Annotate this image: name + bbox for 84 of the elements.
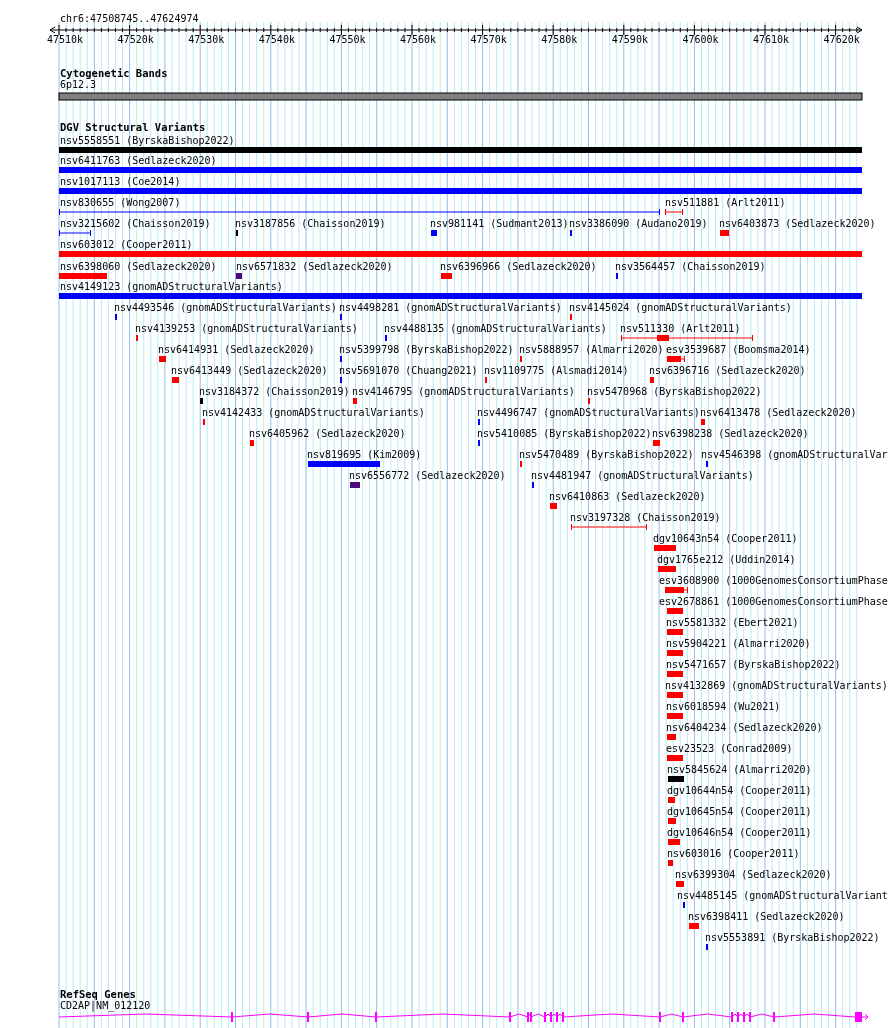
variant-label: nsv6404234 (Sedlazeck2020) [666,722,823,734]
variant-label: nsv6399304 (Sedlazeck2020) [675,869,832,881]
variant-label: dgv10644n54 (Cooper2011) [667,785,812,797]
variant-label: nsv4498281 (gnomADStructuralVariants) [339,302,562,314]
variant-label: nsv5410085 (ByrskaBishop2022) [477,428,652,440]
variant-label: nsv6018594 (Wu2021) [666,701,781,713]
variant-label: nsv6398060 (Sedlazeck2020) [60,261,217,273]
variant-label: nsv6411763 (Sedlazeck2020) [60,155,217,167]
variant-label: nsv6396716 (Sedlazeck2020) [649,365,806,377]
variant-label: nsv981141 (Sudmant2013) [430,218,569,230]
variant-label: nsv4149123 (gnomADStructuralVariants) [60,281,283,293]
variant-label: dgv1765e212 (Uddin2014) [657,554,796,566]
variant-label: nsv3564457 (Chaisson2019) [615,261,766,273]
axis-tick-label: 47560k [400,34,437,46]
variant-label: nsv4546398 (gnomADStructuralVar [701,449,888,461]
axis-tick-label: 47550k [329,34,366,46]
variant-label: dgv10645n54 (Cooper2011) [667,806,812,818]
axis-tick-label: 47620k [823,34,860,46]
variant-label: nsv6413449 (Sedlazeck2020) [171,365,328,377]
variant-label: nsv6405962 (Sedlazeck2020) [249,428,406,440]
variant-label: nsv1109775 (Alsmadi2014) [484,365,629,377]
variant-label: nsv5471657 (ByrskaBishop2022) [666,659,841,671]
variant-label: nsv4496747 (gnomADStructuralVariants) [477,407,700,419]
axis-tick-label: 47520k [117,34,154,46]
variant-label: nsv511330 (Arlt2011) [620,323,741,335]
variant-label: nsv6396966 (Sedlazeck2020) [440,261,597,273]
variant-label: nsv4132869 (gnomADStructuralVariants) [665,680,888,692]
variant-label: nsv6556772 (Sedlazeck2020) [349,470,506,482]
variant-label: nsv3184372 (Chaisson2019) [199,386,350,398]
axis-tick-label: 47600k [682,34,719,46]
track-title: DGV Structural Variants [60,121,206,133]
variant-label: nsv6410863 (Sedlazeck2020) [549,491,706,503]
variant-label: nsv6398411 (Sedlazeck2020) [688,911,845,923]
variant-label: nsv5470968 (ByrskaBishop2022) [587,386,762,398]
variant-label: nsv5399798 (ByrskaBishop2022) [339,344,514,356]
variant-label: nsv830655 (Wong2007) [60,197,181,209]
variant-label: nsv6403873 (Sedlazeck2020) [719,218,876,230]
axis-tick-label: 47610k [753,34,790,46]
variant-label: nsv4485145 (gnomADStructuralVariant [677,890,888,902]
track-title: Cytogenetic Bands [60,67,168,79]
variant-label: nsv6414931 (Sedlazeck2020) [158,344,315,356]
variant-label: nsv4481947 (gnomADStructuralVariants) [531,470,754,482]
variant-label: nsv5558551 (ByrskaBishop2022) [60,135,235,147]
variant-label: nsv603012 (Cooper2011) [60,239,193,251]
axis-tick-label: 47540k [258,34,295,46]
variant-label: nsv4493546 (gnomADStructuralVariants) [114,302,337,314]
variant-label: dgv10643n54 (Cooper2011) [653,533,798,545]
variant-label: dgv10646n54 (Cooper2011) [667,827,812,839]
track-title: RefSeq Genes [60,988,136,1000]
variant-label: nsv3187856 (Chaisson2019) [235,218,386,230]
variant-label: esv3539687 (Boomsma2014) [666,344,811,356]
position-label: chr6:47508745..47624974 [60,13,199,25]
variant-label: nsv5888957 (Almarri2020) [519,344,664,356]
variant-label: nsv5904221 (Almarri2020) [666,638,811,650]
axis-tick-label: 47570k [470,34,507,46]
variant-label: nsv4139253 (gnomADStructuralVariants) [135,323,358,335]
feature-label: CD2AP|NM_012120 [60,1000,151,1012]
variant-label: nsv3215602 (Chaisson2019) [60,218,211,230]
variant-label: nsv6571832 (Sedlazeck2020) [236,261,393,273]
variant-label: esv23523 (Conrad2009) [666,743,793,755]
variant-label: esv2678861 (1000GenomesConsortiumPhase [659,596,888,608]
variant-label: nsv6413478 (Sedlazeck2020) [700,407,857,419]
axis-tick-label: 47580k [541,34,578,46]
variant-label: nsv5845624 (Almarri2020) [667,764,812,776]
variant-label: nsv4142433 (gnomADStructuralVariants) [202,407,425,419]
axis-tick-label: 47590k [611,34,648,46]
variant-label: nsv5581332 (Ebert2021) [666,617,799,629]
variant-label: nsv5691070 (Chuang2021) [339,365,478,377]
variant-label: nsv5553891 (ByrskaBishop2022) [705,932,880,944]
variant-label: nsv819695 (Kim2009) [307,449,422,461]
variant-label: nsv511881 (Arlt2011) [665,197,786,209]
variant-label: nsv3197328 (Chaisson2019) [570,512,721,524]
variant-label: nsv3386090 (Audano2019) [569,218,708,230]
variant-label: esv3608900 (1000GenomesConsortiumPhase [659,575,888,587]
variant-label: nsv603016 (Cooper2011) [667,848,800,860]
variant-label: nsv4146795 (gnomADStructuralVariants) [352,386,575,398]
variant-label: nsv5470489 (ByrskaBishop2022) [519,449,694,461]
feature-label: 6p12.3 [60,79,97,91]
axis-tick-label: 47530k [188,34,225,46]
variant-label: nsv4488135 (gnomADStructuralVariants) [384,323,607,335]
variant-label: nsv1017113 (Coe2014) [60,176,181,188]
variant-label: nsv4145024 (gnomADStructuralVariants) [569,302,792,314]
variant-label: nsv6398238 (Sedlazeck2020) [652,428,809,440]
axis-tick-label: 47510k [47,34,84,46]
